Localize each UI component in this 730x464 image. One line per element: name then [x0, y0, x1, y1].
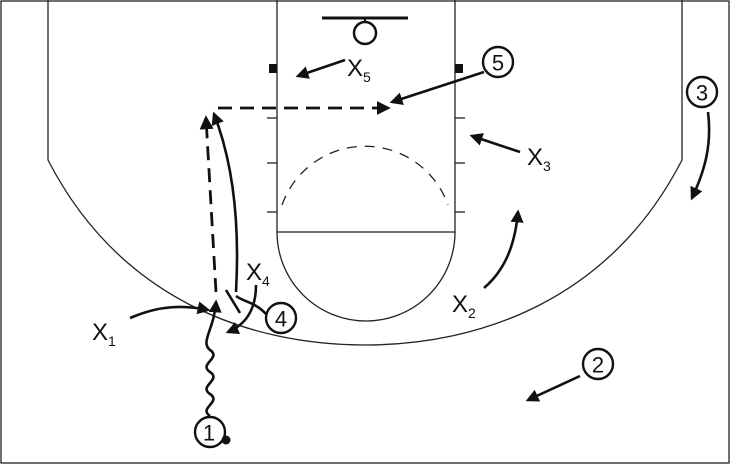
block-right — [455, 64, 463, 73]
dribble-arrow — [205, 299, 222, 418]
offense-players: 1 2 3 4 5 — [193, 45, 719, 449]
movement-arrows — [129, 58, 711, 418]
free-throw-circle-bottom — [276, 231, 456, 322]
defender-x3[interactable]: X3 — [527, 144, 551, 174]
block-left — [269, 64, 277, 73]
lane — [276, 0, 456, 233]
pass-path-1 — [199, 115, 218, 293]
svg-text:1: 1 — [203, 421, 215, 446]
defender-x2[interactable]: X2 — [452, 291, 476, 321]
x3-arrow — [469, 133, 521, 154]
player-3[interactable]: 3 — [685, 75, 719, 109]
svg-text:5: 5 — [492, 51, 504, 76]
screen — [224, 289, 242, 314]
defense-players: X1 X2 X3 X4 X5 — [92, 55, 551, 349]
ball-icon — [221, 435, 231, 445]
defender-x5[interactable]: X5 — [347, 55, 371, 85]
x1-arrow — [129, 301, 211, 320]
p5-arrow — [389, 70, 485, 105]
three-point-line — [47, 0, 683, 346]
screen-path — [235, 294, 267, 315]
x2-arrow — [483, 209, 524, 289]
defender-x1[interactable]: X1 — [92, 319, 116, 349]
svg-text:2: 2 — [592, 353, 604, 378]
player-2[interactable]: 2 — [581, 347, 615, 381]
x5-arrow — [295, 58, 346, 79]
player-5[interactable]: 5 — [481, 45, 515, 79]
hash-marks — [267, 117, 465, 213]
cut-arrow — [211, 111, 239, 293]
player-1[interactable]: 1 — [193, 415, 231, 449]
x4-arrow — [225, 284, 258, 335]
p2-arrow — [525, 374, 581, 402]
hoop — [352, 20, 378, 46]
svg-text:4: 4 — [275, 307, 287, 332]
free-throw-circle-top — [281, 145, 449, 206]
player-4[interactable]: 4 — [264, 301, 298, 335]
defender-x4[interactable]: X4 — [246, 259, 270, 289]
svg-text:3: 3 — [696, 81, 708, 106]
p3-arrow — [690, 111, 711, 201]
